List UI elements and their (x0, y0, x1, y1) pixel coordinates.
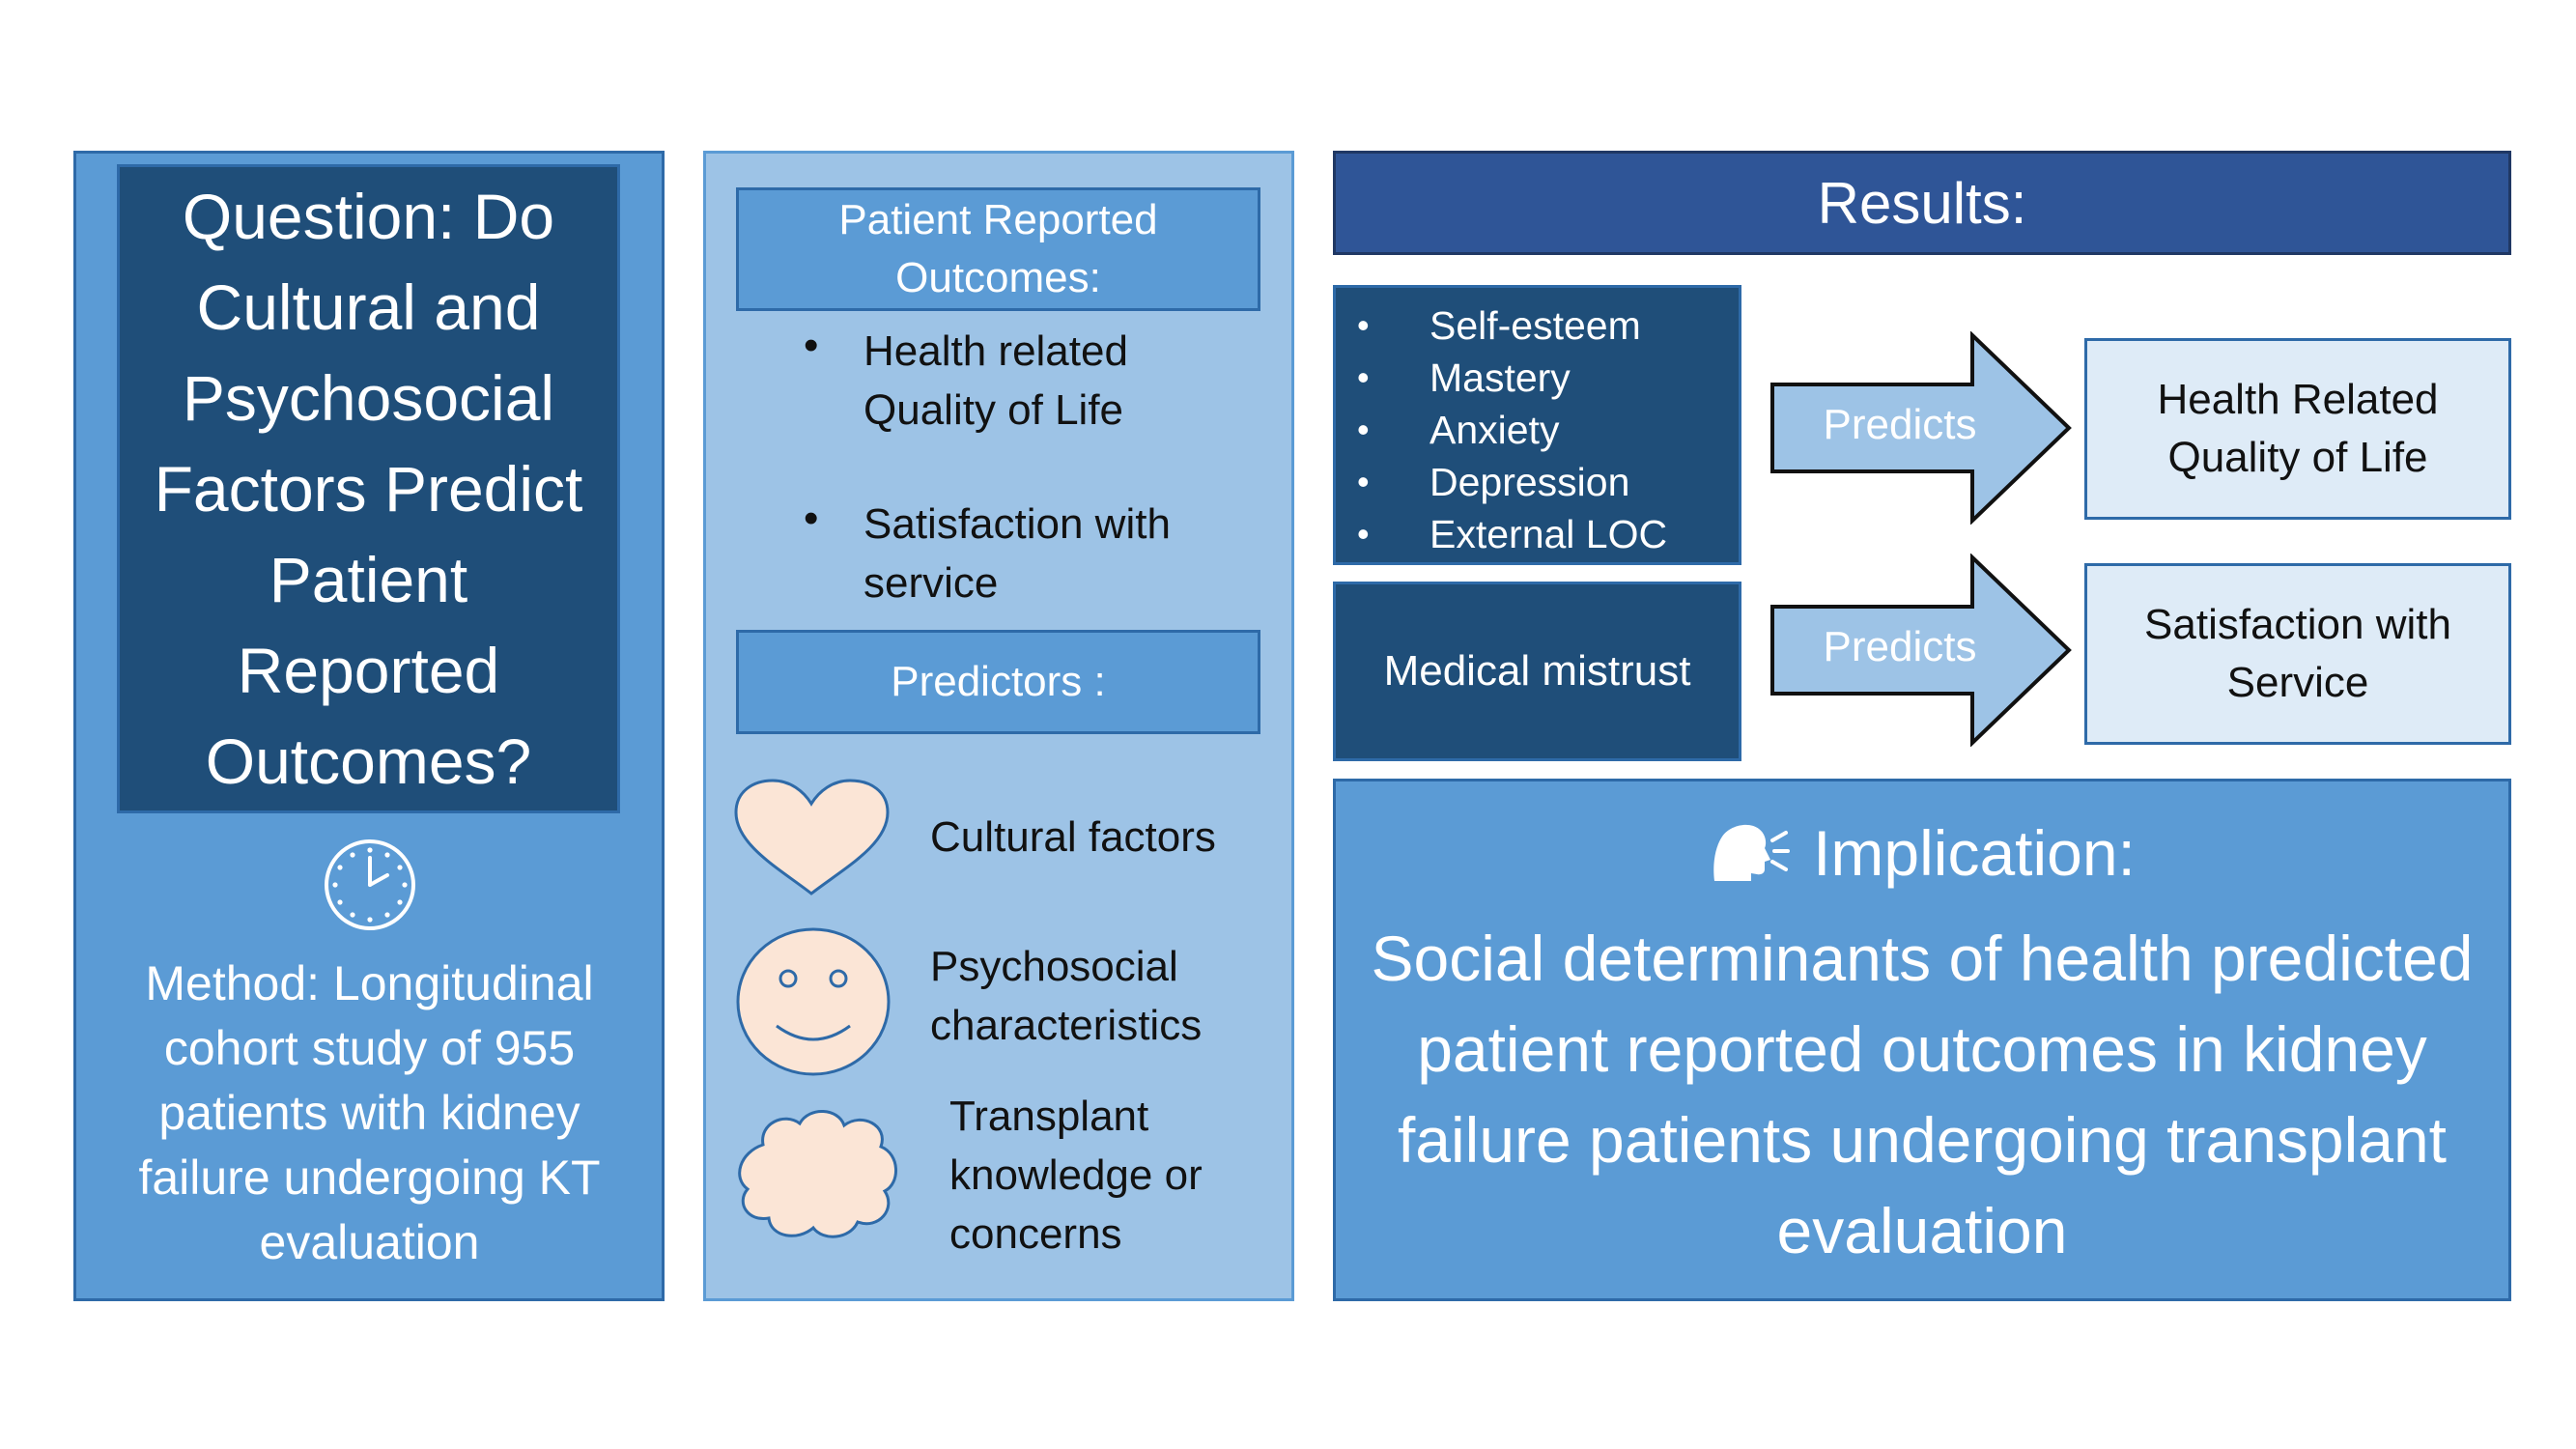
predicts-label: Predicts (1823, 401, 1977, 448)
predicts-arrow-icon (1770, 331, 2072, 525)
method-text: Method: Longitudinal cohort study of 955… (138, 956, 601, 1269)
factor-item: •Depression (1357, 460, 1630, 504)
factor-item: •Mastery (1357, 355, 1571, 400)
predictors-header: Predictors : (736, 630, 1260, 734)
medical-mistrust-box: Medical mistrust (1333, 582, 1741, 761)
implication-title-row: Implication: (1333, 816, 2511, 890)
predictor-label: Transplant knowledge or concerns (949, 1093, 1203, 1258)
implication-text: Social determinants of health predicted … (1371, 923, 2474, 1266)
question-box: Question: Do Cultural and Psychosocial F… (117, 164, 620, 813)
speaking-head-icon (1713, 824, 1791, 881)
satisfaction-outcome-box: Satisfaction with Service (2084, 563, 2511, 745)
implication-box (1333, 779, 2511, 1301)
bullet-icon: • (804, 322, 819, 369)
predictor-label: Psychosocial characteristics (930, 943, 1203, 1049)
cloud-icon (738, 1110, 897, 1238)
results-header: Results: (1333, 151, 2511, 255)
factor-item: •Self-esteem (1357, 303, 1641, 348)
outcome-item: Satisfaction with service (863, 500, 1171, 607)
implication-title: Implication: (1813, 817, 2136, 889)
clock-icon (325, 839, 415, 930)
hrql-outcome-box: Health Related Quality of Life (2084, 338, 2511, 520)
outcomes-header: Patient Reported Outcomes: (736, 187, 1260, 311)
outcome-item: Health related Quality of Life (863, 327, 1128, 434)
predicts-arrow-icon (1770, 554, 2072, 747)
bullet-icon: • (804, 495, 819, 542)
predicts-label: Predicts (1823, 623, 1977, 670)
smiley-face-icon (736, 927, 891, 1076)
factor-item: •Anxiety (1357, 408, 1560, 452)
psychosocial-factors-box: •Self-esteem •Mastery •Anxiety •Depressi… (1333, 285, 1741, 565)
factor-item: •External LOC (1357, 512, 1668, 556)
predictor-label: Cultural factors (930, 813, 1216, 861)
question-text: Question: Do Cultural and Psychosocial F… (154, 181, 583, 797)
heart-icon (734, 779, 890, 895)
